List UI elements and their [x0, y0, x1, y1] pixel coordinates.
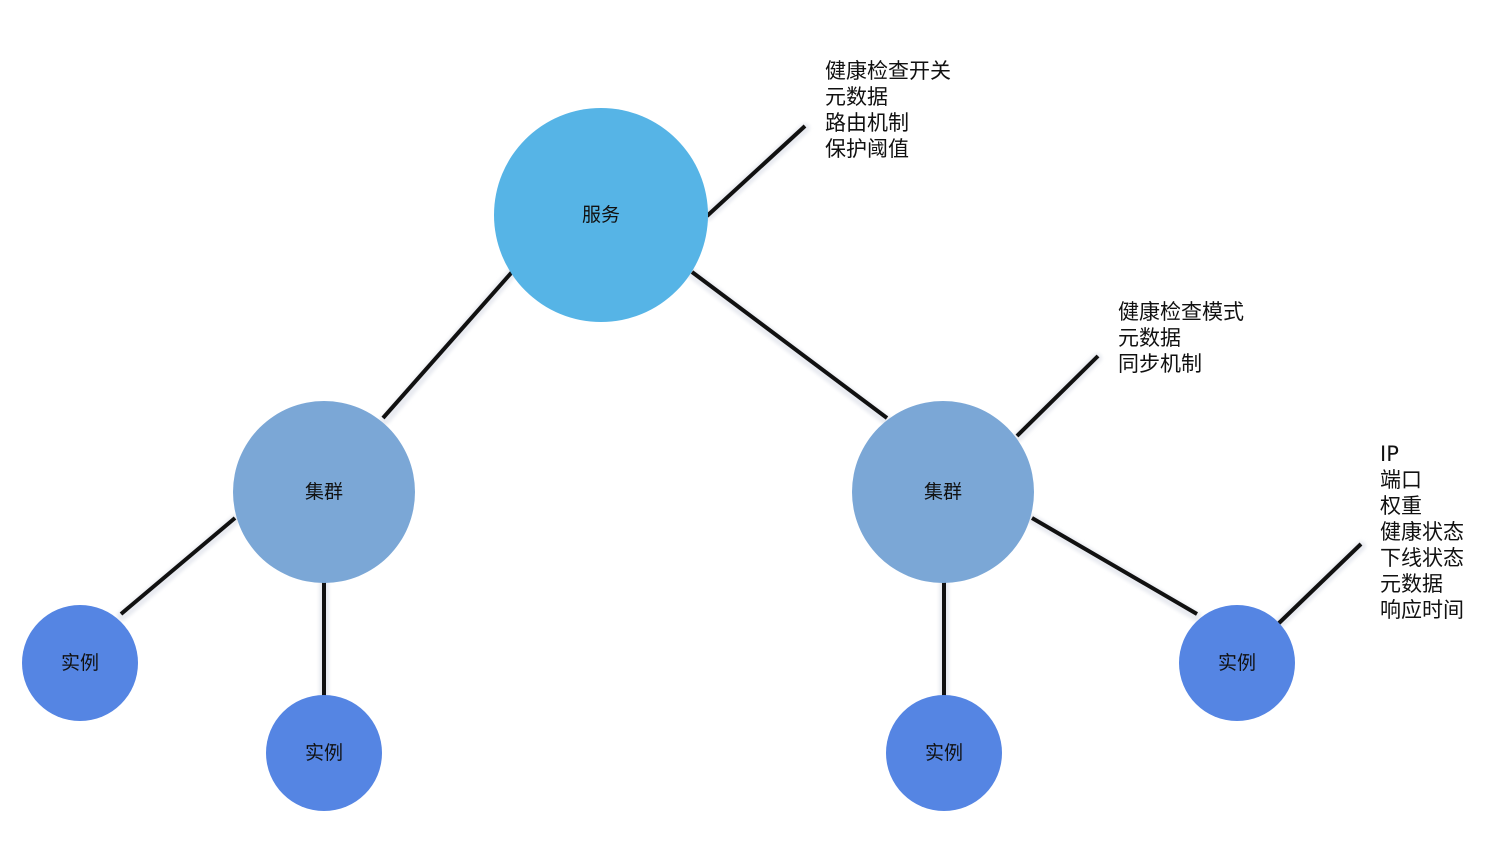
instance-label: 实例	[1218, 652, 1256, 674]
annotation-leaders	[705, 124, 1363, 626]
cluster-label: 集群	[305, 481, 343, 503]
instance-label: 实例	[925, 742, 963, 764]
instance-attributes: IP 端口 权重 健康状态 下线状态 元数据 响应时间	[1380, 442, 1464, 622]
cluster-annotation-leader	[1015, 354, 1100, 438]
instance-attr: 端口	[1380, 468, 1422, 492]
instance-attr: IP	[1380, 442, 1399, 466]
service-attr: 健康检查开关	[825, 59, 951, 83]
cluster-attr: 元数据	[1118, 326, 1181, 350]
edge-service-cluster-right	[690, 270, 889, 420]
instance-attr: 响应时间	[1380, 598, 1464, 622]
instance-circle	[266, 695, 382, 811]
instance-attr: 元数据	[1380, 572, 1443, 596]
instance-attr: 下线状态	[1380, 546, 1464, 570]
cluster-attributes: 健康检查模式 元数据 同步机制	[1118, 300, 1244, 376]
instance-circle	[22, 605, 138, 721]
cluster-node-left: 集群	[233, 401, 415, 583]
edge-service-cluster-left	[381, 270, 514, 420]
edges	[119, 270, 1199, 696]
cluster-circle	[233, 401, 415, 583]
instance-annotation-leader	[1276, 542, 1363, 626]
cluster-node-right: 集群	[852, 401, 1034, 583]
cluster-label: 集群	[924, 481, 962, 503]
cluster-attr: 健康检查模式	[1118, 300, 1244, 324]
instance-node-1: 实例	[22, 605, 138, 721]
instance-label: 实例	[61, 652, 99, 674]
instance-attr: 健康状态	[1380, 520, 1464, 544]
service-node: 服务	[494, 108, 708, 322]
service-annotation-leader	[705, 124, 807, 218]
service-attributes: 健康检查开关 元数据 路由机制 保护阈值	[825, 59, 951, 161]
instance-attr: 权重	[1380, 494, 1422, 518]
edge-cluster-left-instance-1	[119, 516, 237, 616]
cluster-circle	[852, 401, 1034, 583]
service-circle	[494, 108, 708, 322]
instance-node-2: 实例	[266, 695, 382, 811]
service-attr: 保护阈值	[825, 137, 909, 161]
service-attr: 路由机制	[825, 111, 909, 135]
service-attr: 元数据	[825, 85, 888, 109]
cluster-attr: 同步机制	[1118, 352, 1202, 376]
instance-circle	[1179, 605, 1295, 721]
instance-node-4: 实例	[1179, 605, 1295, 721]
instance-circle	[886, 695, 1002, 811]
service-label: 服务	[582, 204, 620, 226]
edge-cluster-right-instance-4	[1030, 516, 1199, 616]
instance-label: 实例	[305, 742, 343, 764]
instance-node-3: 实例	[886, 695, 1002, 811]
